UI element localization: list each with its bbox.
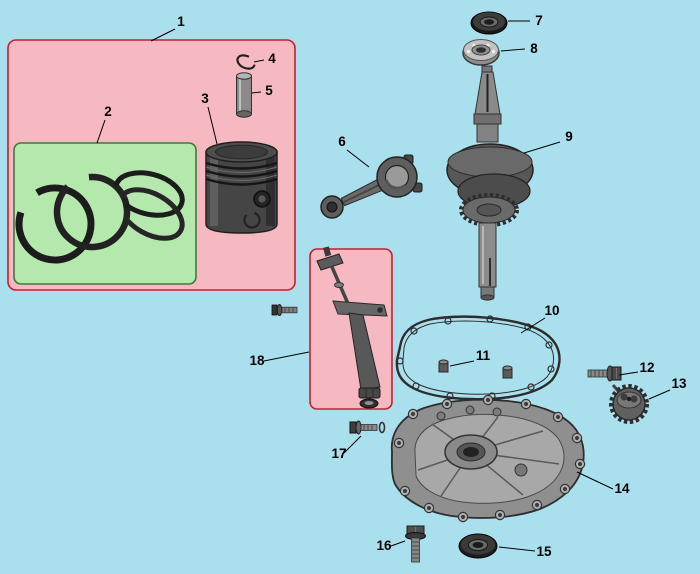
leader-13 [648, 389, 671, 400]
governor-arm-assembly[interactable] [316, 246, 388, 409]
leader-16 [390, 540, 406, 547]
piston[interactable] [205, 141, 278, 234]
flange-bolt[interactable] [405, 525, 426, 563]
callout-9[interactable]: 9 [565, 129, 573, 144]
callout-16[interactable]: 16 [376, 538, 392, 553]
callout-labels: 1 2 3 4 5 6 7 8 9 10 11 12 13 14 15 16 1… [104, 13, 687, 559]
screw-small[interactable] [271, 304, 298, 316]
ball-bearing[interactable] [462, 39, 500, 66]
leader-6 [346, 149, 370, 168]
callout-3[interactable]: 3 [201, 91, 209, 106]
leader-2 [96, 119, 106, 144]
callout-12[interactable]: 12 [639, 360, 654, 375]
screw-with-washer[interactable] [349, 420, 386, 435]
leader-1 [150, 28, 176, 42]
callout-10[interactable]: 10 [544, 303, 559, 318]
piston-pin-clip-lower[interactable] [242, 210, 261, 229]
oil-seal-bottom[interactable] [458, 533, 498, 559]
piston-pin-clip[interactable] [235, 53, 256, 71]
governor-gear[interactable] [609, 384, 649, 424]
crankcase-cover[interactable] [390, 394, 586, 523]
leader-5 [251, 91, 262, 94]
callout-4[interactable]: 4 [268, 51, 276, 66]
leader-3 [207, 106, 218, 145]
leader-18 [263, 351, 310, 362]
piston-ring-set[interactable] [6, 166, 191, 273]
callout-2[interactable]: 2 [104, 104, 112, 119]
callout-15[interactable]: 15 [536, 544, 552, 559]
callout-18[interactable]: 18 [249, 353, 265, 368]
callout-7[interactable]: 7 [535, 13, 543, 28]
callout-6[interactable]: 6 [338, 134, 346, 149]
bolt-12[interactable] [587, 365, 622, 382]
oil-seal-top[interactable] [470, 11, 508, 35]
leader-14 [576, 471, 614, 490]
connecting-rod[interactable] [320, 154, 423, 219]
callout-11[interactable]: 11 [476, 348, 491, 363]
ring-set-box-2[interactable] [13, 142, 197, 285]
callout-1[interactable]: 1 [177, 14, 185, 29]
callout-5[interactable]: 5 [265, 83, 273, 98]
cover-bolt-holes [393, 394, 586, 523]
callout-8[interactable]: 8 [530, 41, 538, 56]
leader-15 [498, 546, 536, 552]
leader-11 [449, 360, 475, 367]
piston-pin[interactable] [236, 72, 252, 118]
dowel-pins[interactable] [438, 359, 513, 379]
leader-4 [253, 59, 265, 63]
callout-leader-lines [96, 20, 671, 552]
leader-12 [618, 371, 639, 376]
leader-10 [520, 317, 546, 334]
callout-14[interactable]: 14 [614, 481, 630, 496]
crankshaft[interactable] [446, 65, 534, 301]
leader-9 [523, 141, 561, 154]
callout-13[interactable]: 13 [671, 376, 687, 391]
leader-17 [343, 435, 362, 454]
callout-17[interactable]: 17 [331, 446, 346, 461]
leader-8 [500, 48, 526, 52]
